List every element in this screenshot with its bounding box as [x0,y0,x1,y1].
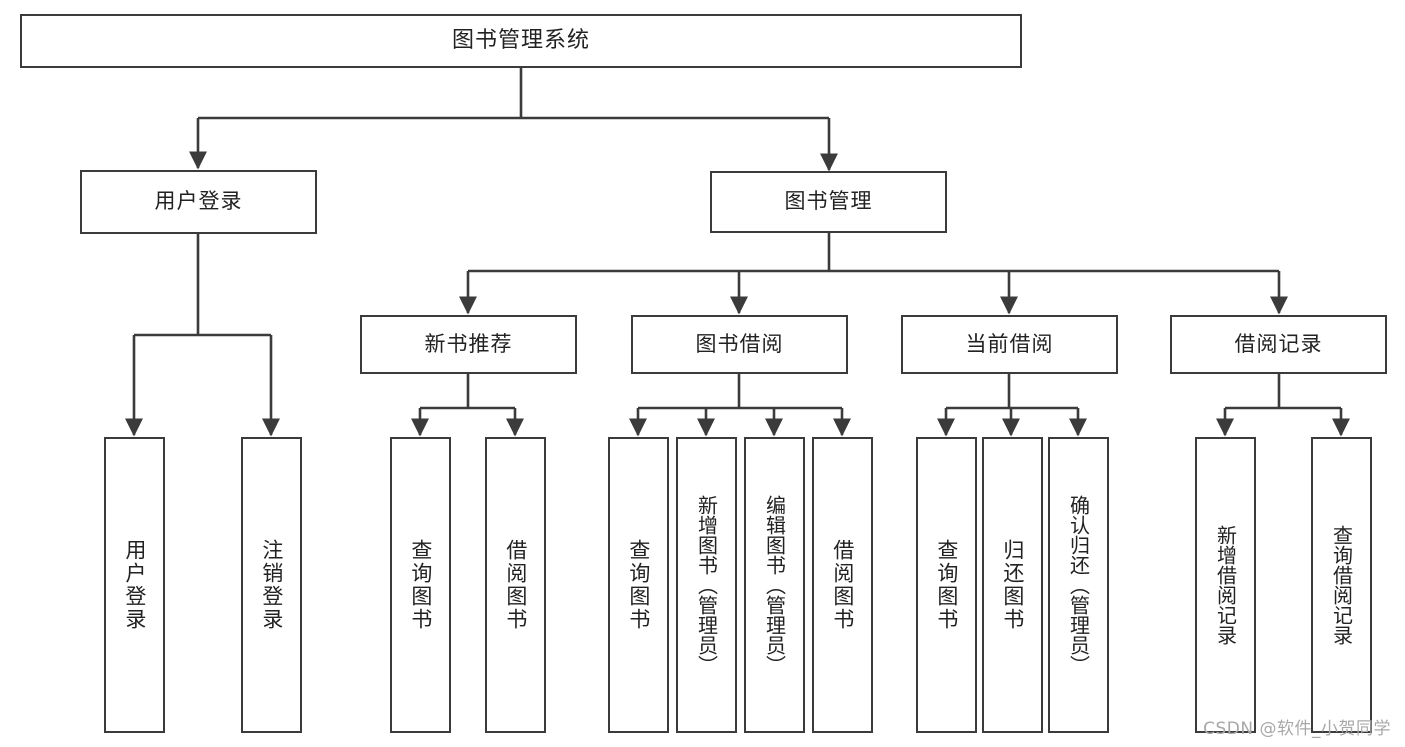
node-label: 编辑图书（管理员） [762,495,787,675]
leaf-query-books-recommendation[interactable]: 查询图书 [390,437,451,733]
leaf-edit-book-admin[interactable]: 编辑图书（管理员） [744,437,805,733]
leaf-query-borrow-record[interactable]: 查询借阅记录 [1311,437,1372,733]
leaf-confirm-return-admin[interactable]: 确认归还（管理员） [1048,437,1109,733]
leaf-user-login[interactable]: 用户登录 [104,437,165,733]
node-root-book-management-system[interactable]: 图书管理系统 [20,14,1022,68]
node-label: 借阅图书 [503,539,528,631]
leaf-add-book-admin[interactable]: 新增图书（管理员） [676,437,737,733]
node-label: 查询借阅记录 [1329,525,1354,645]
node-label: 新书推荐 [424,331,513,356]
node-label: 借阅图书 [830,539,855,631]
node-label: 当前借阅 [965,331,1054,356]
node-book-borrowing[interactable]: 图书借阅 [631,315,848,374]
leaf-add-borrow-record[interactable]: 新增借阅记录 [1195,437,1256,733]
node-label: 新增借阅记录 [1213,525,1238,645]
node-label: 用户登录 [154,189,243,214]
node-label: 借阅记录 [1234,331,1323,356]
node-label: 确认归还（管理员） [1066,495,1091,675]
node-label: 查询图书 [934,539,959,631]
leaf-return-books[interactable]: 归还图书 [982,437,1043,733]
node-label: 图书管理 [784,189,873,214]
node-user-login[interactable]: 用户登录 [80,170,317,234]
node-label: 查询图书 [408,539,433,631]
node-label: 新增图书（管理员） [694,495,719,675]
leaf-query-books-borrowing[interactable]: 查询图书 [608,437,669,733]
node-label: 注销登录 [259,539,284,631]
node-label: 图书借阅 [695,331,784,356]
leaf-query-books-current[interactable]: 查询图书 [916,437,977,733]
node-book-management[interactable]: 图书管理 [710,171,947,233]
node-current-borrowing[interactable]: 当前借阅 [901,315,1118,374]
csdn-watermark: CSDN @软件_小贺同学 [1203,719,1391,739]
leaf-borrow-books-borrowing[interactable]: 借阅图书 [812,437,873,733]
leaf-logout[interactable]: 注销登录 [241,437,302,733]
node-new-book-recommendation[interactable]: 新书推荐 [360,315,577,374]
leaf-borrow-books-recommendation[interactable]: 借阅图书 [485,437,546,733]
node-label: 查询图书 [626,539,651,631]
node-label: 归还图书 [1000,539,1025,631]
node-label: 图书管理系统 [451,27,590,53]
node-label: 用户登录 [122,539,147,631]
node-borrow-records[interactable]: 借阅记录 [1170,315,1387,374]
